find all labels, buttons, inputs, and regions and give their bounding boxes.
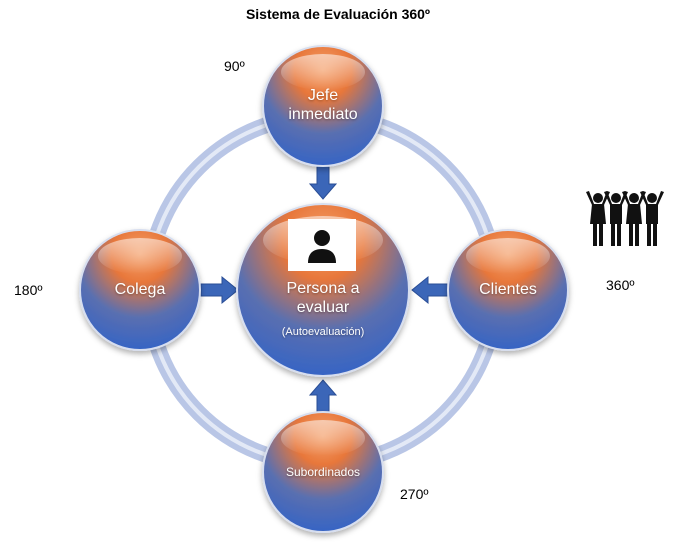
node-subordinados-sphere [262,411,384,533]
arrow-subordinados-to-center [308,379,338,414]
node-label-subordinados: Subordinados [285,465,361,479]
person-icon [308,230,336,263]
node-label-center: Persona a evaluar [286,280,360,317]
degree-label-360: 360º [606,277,635,293]
people-group-icon [586,191,664,246]
degree-label-90: 90º [224,58,245,74]
node-label-colega: Colega [114,281,166,298]
node-jefe-sphere [262,45,384,167]
arrow-jefe-to-center [308,165,338,200]
arrow-clientes-to-center [411,275,449,305]
node-label-clientes: Clientes [479,281,537,298]
degree-label-180: 180º [14,282,43,298]
node-label-jefe: Jefe inmediato [288,87,358,124]
degree-label-270: 270º [400,486,429,502]
arrow-colega-to-center [200,275,239,305]
node-colega-sphere [79,229,201,351]
node-label-autoevaluacion: (Autoevaluación) [281,326,365,338]
node-clientes-sphere [447,229,569,351]
diagram-title: Sistema de Evaluación 360º [245,6,431,22]
person-avatar-box [288,219,356,271]
